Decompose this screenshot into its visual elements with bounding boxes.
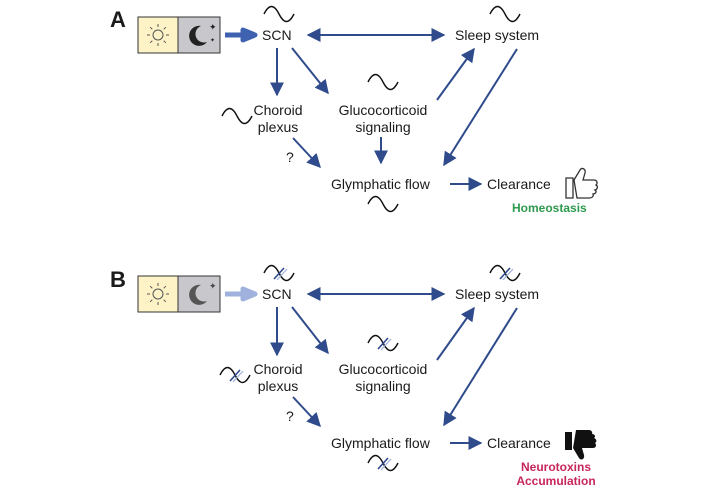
panel-a: ✦ ✦ bbox=[137, 5, 599, 213]
neurotoxins-accumulation-label: Neurotoxins Accumulation bbox=[508, 460, 604, 488]
outcome-line2: Accumulation bbox=[516, 474, 596, 488]
choroid-line2: plexus bbox=[257, 119, 299, 135]
choroid-glymphatic-arrow bbox=[292, 396, 321, 428]
svg-text:✦: ✦ bbox=[210, 37, 215, 44]
disrupted-wave-icon bbox=[489, 264, 521, 282]
homeostasis-label: Homeostasis bbox=[512, 201, 587, 215]
panel-label-a: A bbox=[110, 7, 126, 32]
scn-label: SCN bbox=[262, 27, 292, 43]
light-input-arrow-weak bbox=[225, 286, 258, 302]
scn-gluco-arrow bbox=[291, 47, 329, 95]
wave-icon bbox=[367, 73, 399, 91]
gluco-line2: signaling bbox=[355, 378, 411, 394]
choroid-line2: plexus bbox=[257, 378, 299, 394]
choroid-glymphatic-arrow bbox=[292, 137, 321, 169]
light-input-arrow bbox=[225, 27, 258, 43]
moon-icon bbox=[189, 284, 207, 305]
svg-text:✦: ✦ bbox=[209, 281, 217, 291]
scn-gluco-arrow bbox=[291, 306, 329, 355]
clearance-label: Clearance bbox=[487, 176, 551, 192]
gluco-sleep-arrow bbox=[436, 306, 475, 361]
sleep-glymphatic-arrow bbox=[443, 48, 518, 167]
night-box bbox=[177, 16, 221, 54]
day-box bbox=[137, 16, 179, 54]
glymphatic-flow-label: Glymphatic flow bbox=[331, 176, 430, 192]
choroid-plexus-label: Choroid plexus bbox=[248, 361, 308, 395]
clearance-label: Clearance bbox=[487, 435, 551, 451]
disrupted-wave-icon bbox=[367, 334, 399, 352]
question-mark: ? bbox=[286, 149, 294, 165]
svg-text:✦: ✦ bbox=[209, 22, 217, 32]
day-box bbox=[137, 275, 179, 313]
panel-b: ✦ bbox=[137, 264, 597, 472]
glucocorticoid-label: Glucocorticoid signaling bbox=[333, 102, 433, 136]
wave-icon bbox=[489, 5, 521, 23]
gluco-line2: signaling bbox=[355, 119, 411, 135]
wave-icon bbox=[367, 195, 399, 213]
gluco-line1: Glucocorticoid bbox=[338, 361, 428, 377]
disrupted-wave-icon bbox=[263, 264, 295, 282]
sleep-glymphatic-arrow bbox=[443, 307, 518, 427]
disrupted-wave-icon bbox=[219, 366, 251, 384]
sleep-system-label: Sleep system bbox=[455, 286, 540, 302]
choroid-line1: Choroid bbox=[253, 102, 303, 118]
panel-label-b: B bbox=[110, 267, 126, 292]
gluco-sleep-arrow bbox=[436, 47, 475, 101]
moon-icon bbox=[189, 25, 207, 46]
scn-label: SCN bbox=[262, 286, 292, 302]
glucocorticoid-label: Glucocorticoid signaling bbox=[333, 361, 433, 395]
outcome-line1: Neurotoxins bbox=[520, 460, 591, 474]
night-box bbox=[177, 275, 221, 313]
question-mark: ? bbox=[286, 408, 294, 424]
choroid-line1: Choroid bbox=[253, 361, 303, 377]
glymphatic-flow-label: Glymphatic flow bbox=[331, 435, 430, 451]
sleep-system-label: Sleep system bbox=[455, 27, 540, 43]
gluco-line1: Glucocorticoid bbox=[338, 102, 428, 118]
choroid-plexus-label: Choroid plexus bbox=[248, 102, 308, 136]
thumbs-down-icon bbox=[565, 430, 597, 460]
thumbs-up-icon bbox=[565, 167, 599, 199]
wave-icon bbox=[263, 5, 295, 23]
disrupted-wave-icon bbox=[367, 454, 399, 472]
